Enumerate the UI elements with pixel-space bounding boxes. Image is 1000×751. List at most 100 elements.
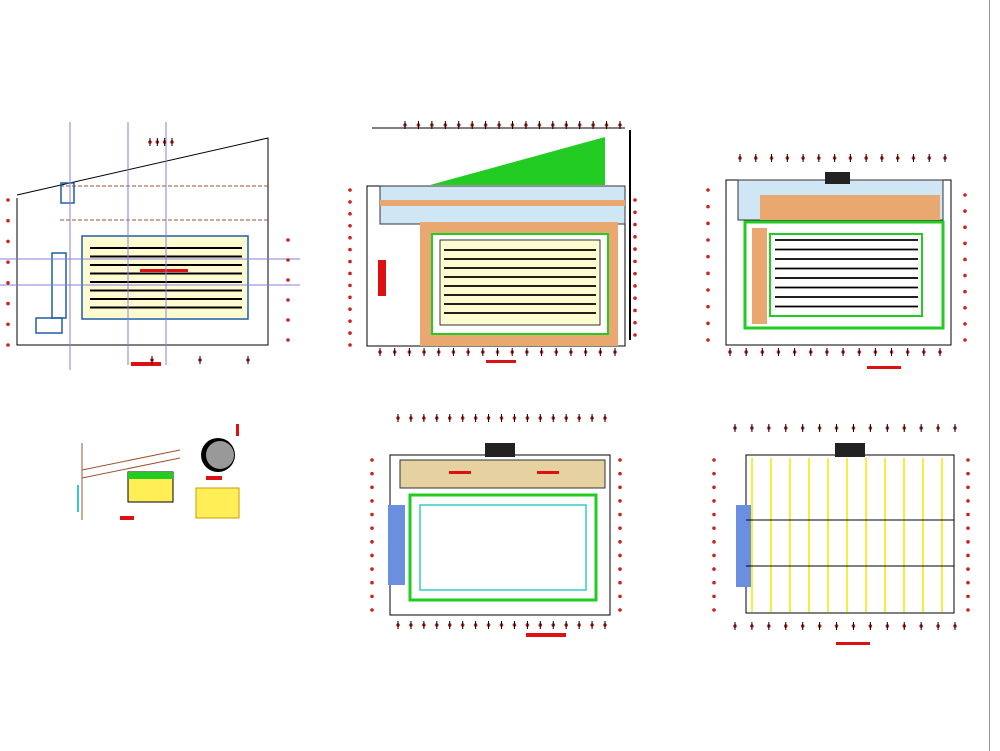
grid-marker — [286, 278, 290, 282]
grid-marker — [618, 471, 622, 476]
grid-marker — [706, 304, 710, 309]
grid-marker — [706, 221, 710, 226]
grid-marker — [966, 594, 970, 599]
grid-marker — [348, 259, 352, 264]
sheet-roof-plan — [388, 443, 611, 637]
sheet-location-plan — [77, 424, 240, 520]
grid-marker — [966, 485, 970, 490]
grid-marker — [370, 512, 374, 517]
grid-marker — [370, 526, 374, 530]
grid-marker — [706, 238, 710, 242]
grid-marker — [633, 235, 637, 239]
grid-marker — [633, 296, 637, 300]
grid-marker — [712, 485, 716, 490]
grid-marker — [6, 198, 10, 202]
grid-marker — [618, 594, 622, 599]
grid-marker — [348, 188, 352, 192]
grid-marker — [370, 485, 374, 490]
grid-marker — [706, 338, 710, 342]
grid-marker — [370, 458, 374, 462]
grid-marker — [6, 343, 10, 347]
grid-marker — [966, 567, 970, 571]
grid-marker — [348, 331, 352, 335]
grid-marker — [963, 257, 967, 262]
grid-marker — [963, 225, 967, 230]
grid-marker — [348, 283, 352, 288]
grid-marker — [633, 259, 637, 264]
grid-marker — [348, 319, 352, 323]
grid-marker — [6, 260, 10, 264]
grid-marker — [963, 338, 967, 342]
grid-marker — [618, 485, 622, 490]
grid-marker — [348, 200, 352, 204]
grid-marker — [966, 499, 970, 503]
grid-marker — [633, 333, 637, 337]
grid-marker — [618, 608, 622, 612]
grid-marker — [712, 540, 716, 544]
grid-marker — [348, 271, 352, 276]
grid-marker — [966, 540, 970, 544]
grid-marker — [348, 223, 352, 228]
grid-marker — [706, 254, 710, 259]
grid-marker — [712, 594, 716, 599]
grid-marker — [706, 204, 710, 209]
grid-marker — [618, 512, 622, 517]
grid-marker — [348, 212, 352, 216]
grid-marker — [370, 540, 374, 544]
grid-marker — [370, 553, 374, 558]
grid-marker — [633, 271, 637, 276]
grid-marker — [706, 188, 710, 192]
grid-marker — [712, 499, 716, 503]
grid-marker — [6, 218, 10, 223]
grid-markers — [6, 121, 970, 630]
grid-marker — [618, 553, 622, 558]
grid-marker — [712, 580, 716, 585]
grid-marker — [370, 580, 374, 585]
grid-marker — [6, 301, 10, 306]
grid-marker — [370, 471, 374, 476]
grid-marker — [966, 526, 970, 530]
sheet-upper-floor-plan — [725, 172, 952, 369]
grid-marker — [370, 594, 374, 599]
grid-marker — [618, 567, 622, 571]
grid-marker — [618, 526, 622, 530]
grid-marker — [963, 273, 967, 278]
sheet-site-plan — [0, 122, 300, 370]
grid-marker — [966, 580, 970, 585]
grid-marker — [712, 567, 716, 571]
grid-marker — [712, 471, 716, 476]
grid-marker — [6, 281, 10, 285]
grid-marker — [633, 198, 637, 202]
grid-marker — [286, 298, 290, 302]
grid-marker — [966, 512, 970, 517]
grid-marker — [633, 320, 637, 325]
grid-marker — [963, 209, 967, 213]
grid-marker — [712, 526, 716, 530]
grid-marker — [966, 458, 970, 462]
grid-marker — [633, 210, 637, 215]
grid-marker — [706, 271, 710, 276]
sheet-structure-plan — [736, 443, 955, 645]
grid-marker — [706, 321, 710, 326]
grid-marker — [633, 308, 637, 313]
grid-marker — [633, 247, 637, 251]
grid-marker — [712, 512, 716, 517]
grid-marker — [963, 322, 967, 326]
grid-marker — [286, 258, 290, 262]
grid-marker — [618, 580, 622, 585]
grid-marker — [618, 458, 622, 462]
grid-marker — [963, 305, 967, 310]
sheet-ground-floor-plan — [366, 127, 631, 363]
grid-marker — [370, 608, 374, 612]
vertical-scrollbar-edge[interactable] — [989, 0, 990, 751]
grid-marker — [706, 288, 710, 292]
grid-marker — [6, 239, 10, 244]
grid-marker — [370, 499, 374, 503]
grid-marker — [712, 553, 716, 558]
grid-marker — [286, 238, 290, 242]
grid-marker — [712, 608, 716, 612]
grid-marker — [712, 458, 716, 462]
grid-marker — [348, 295, 352, 300]
grid-marker — [963, 193, 967, 197]
